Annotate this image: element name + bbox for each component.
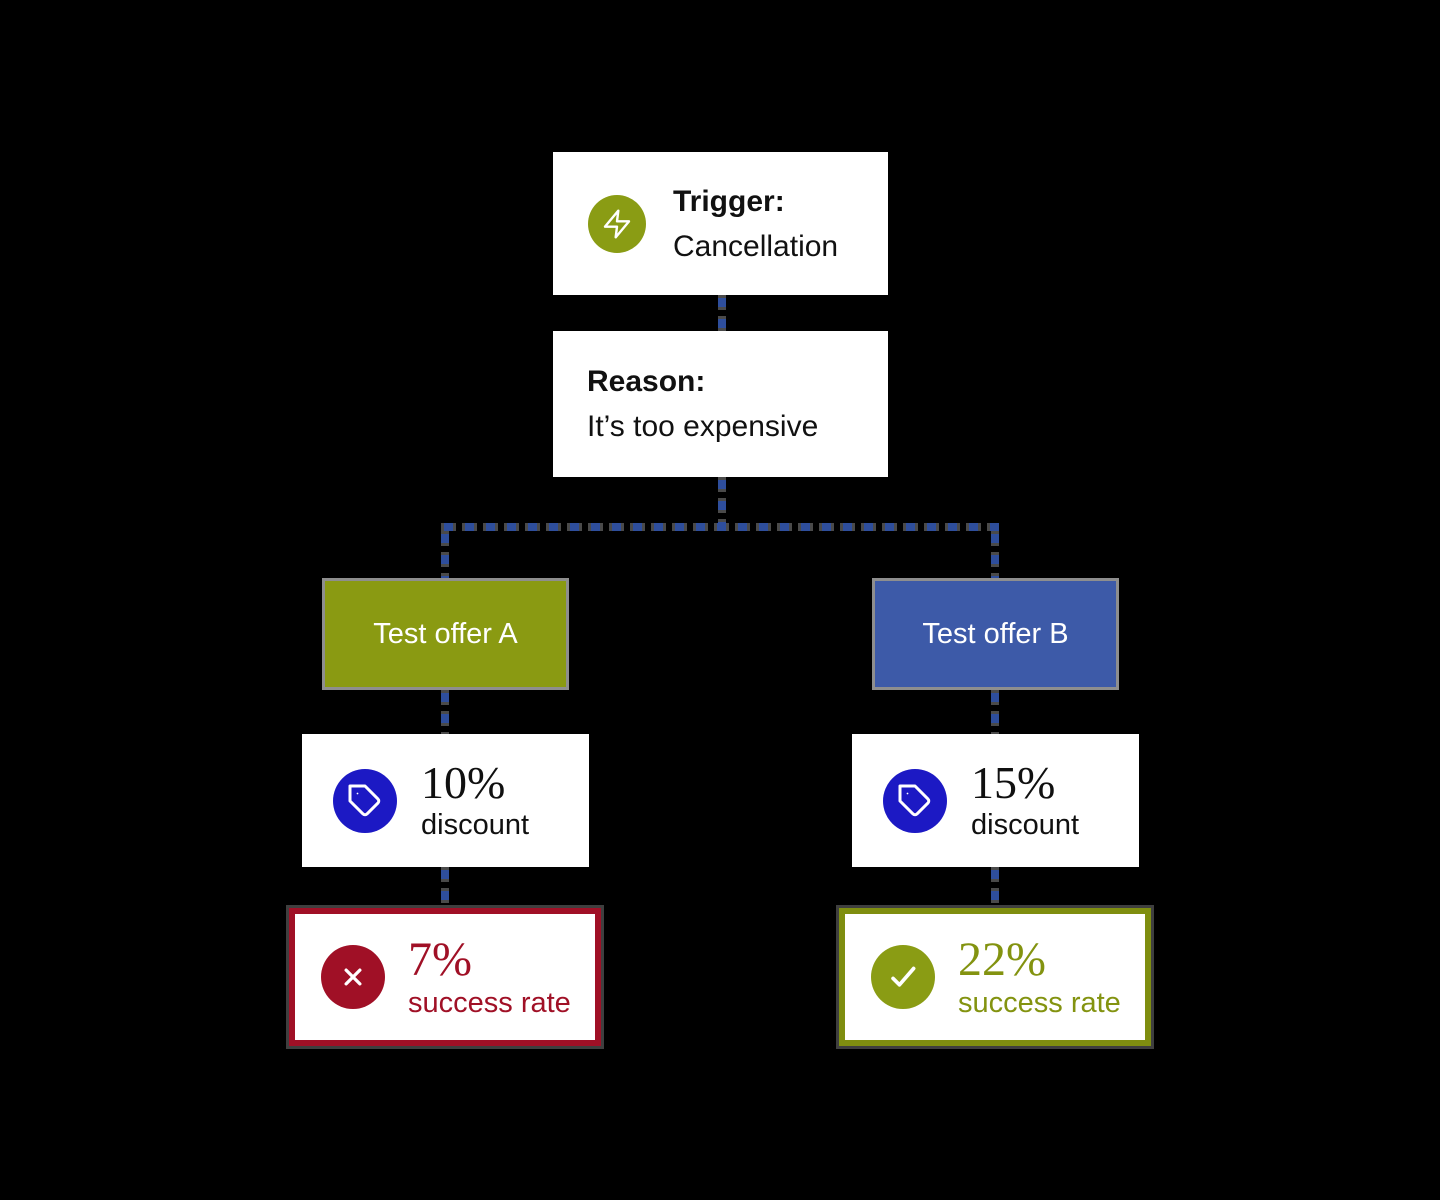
trigger-value: Cancellation xyxy=(673,229,839,263)
discount-a-value: 10% xyxy=(421,757,506,808)
connector-branch-horizontal xyxy=(441,523,999,531)
check-icon xyxy=(871,945,935,1009)
discount-b-label: discount xyxy=(971,809,1080,841)
reason-label: Reason: xyxy=(587,365,706,398)
connector-branch-to-offer-b xyxy=(991,531,999,578)
offer-a-label: Test offer A xyxy=(373,617,518,650)
connector-discount-a-to-result xyxy=(441,867,449,908)
connector-offer-a-to-discount xyxy=(441,690,449,734)
connector-offer-b-to-discount xyxy=(991,690,999,734)
discount-a-node: 10% discount xyxy=(302,734,589,867)
lightning-icon xyxy=(588,194,646,253)
result-b-value: 22% xyxy=(958,932,1046,986)
x-icon xyxy=(321,945,385,1009)
offer-a-node: Test offer A xyxy=(322,578,569,690)
connector-trigger-reason xyxy=(718,295,726,331)
discount-b-value: 15% xyxy=(971,757,1056,808)
reason-value: It’s too expensive xyxy=(587,410,819,443)
connector-discount-b-to-result xyxy=(991,867,999,908)
discount-b-node: 15% discount xyxy=(852,734,1139,867)
tag-icon xyxy=(883,768,947,833)
discount-a-label: discount xyxy=(421,809,530,841)
result-a-value: 7% xyxy=(408,932,472,986)
trigger-node: Trigger: Cancellation xyxy=(553,152,888,295)
result-b-label: success rate xyxy=(958,986,1121,1019)
reason-node: Reason: It’s too expensive xyxy=(553,331,888,477)
connector-branch-to-offer-a xyxy=(441,531,449,578)
offer-b-label: Test offer B xyxy=(922,617,1069,650)
offer-b-node: Test offer B xyxy=(872,578,1119,690)
trigger-label: Trigger: xyxy=(673,184,785,218)
connector-reason-branch xyxy=(718,477,726,523)
result-b-node: 22% success rate xyxy=(839,908,1151,1046)
result-a-node: 7% success rate xyxy=(289,908,601,1046)
result-a-label: success rate xyxy=(408,986,571,1019)
tag-icon xyxy=(333,768,397,833)
